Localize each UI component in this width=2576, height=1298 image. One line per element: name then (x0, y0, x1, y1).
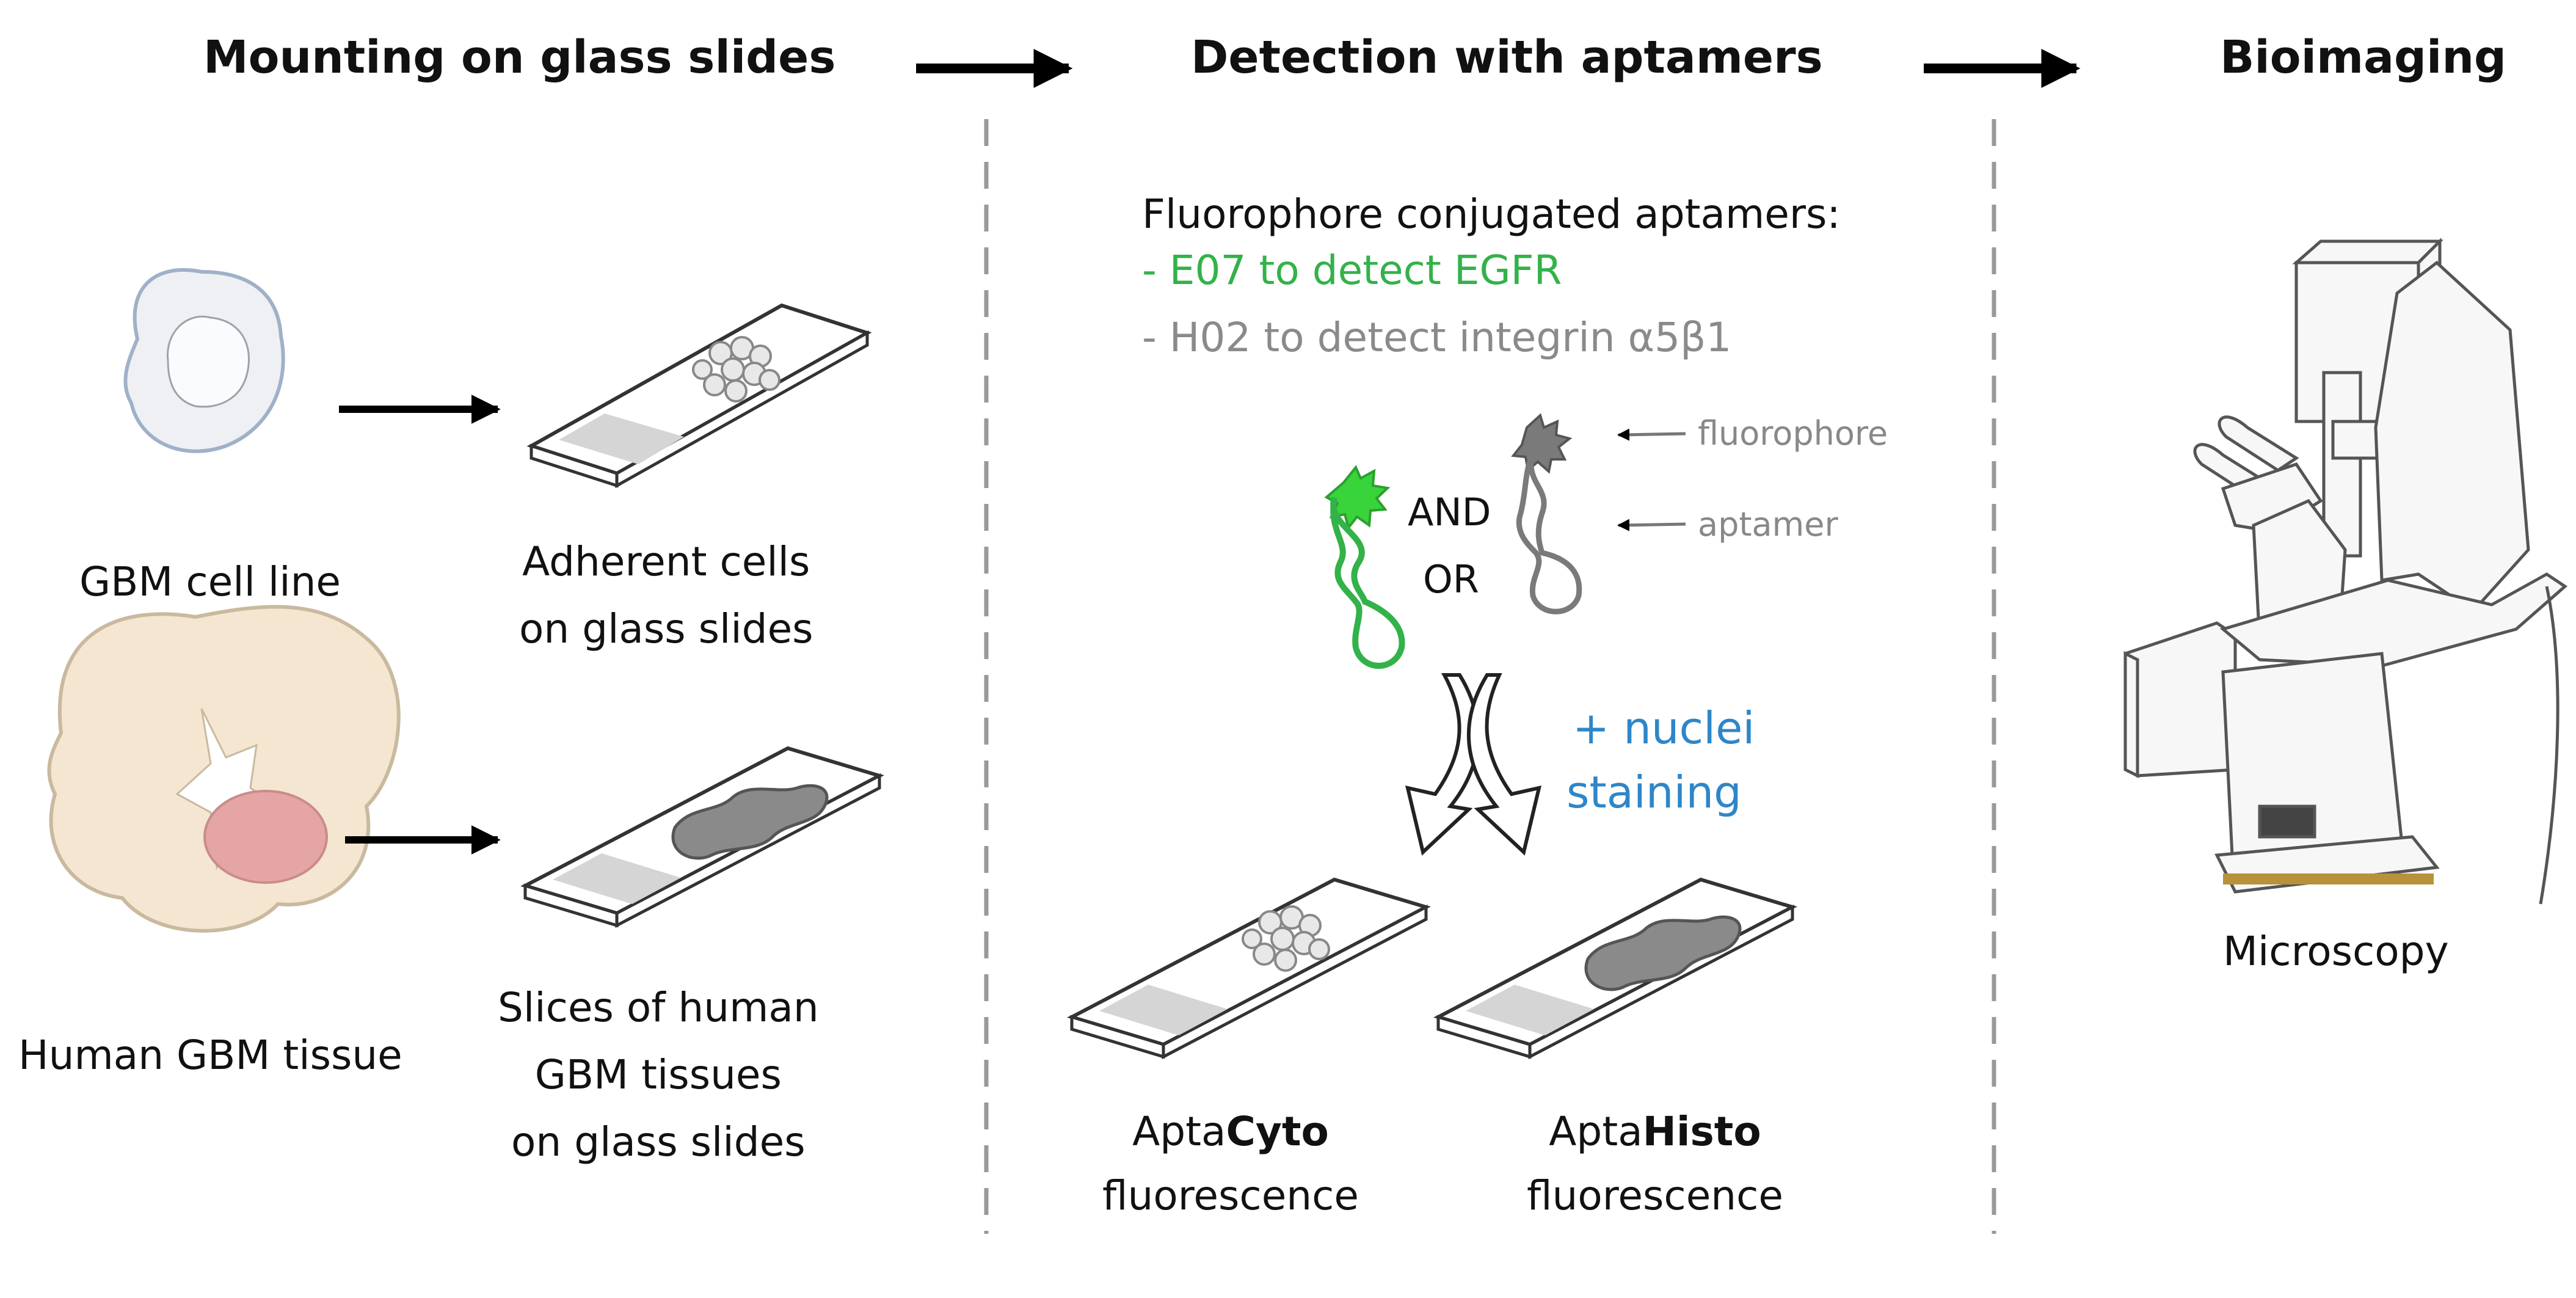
fluorophore-pointer (1617, 428, 1686, 441)
label-or: OR (1423, 557, 1479, 602)
nuclei-line-1: + nuclei (1573, 702, 1755, 754)
microscope-base-stripe (2223, 873, 2434, 884)
tumor-mark (203, 790, 328, 884)
slices-line-2: GBM tissues (534, 1051, 782, 1098)
curved-arrow-right (1467, 673, 1542, 856)
aptahisto-bold: Histo (1642, 1108, 1761, 1155)
green-aptamer-icon (1324, 465, 1405, 669)
aptamers-intro: Fluorophore conjugated aptamers: (1142, 191, 1841, 238)
brain-tissue-icon (47, 605, 401, 933)
label-adherent-cells: Adherent cells on glass slides (519, 528, 813, 663)
gray-aptamer-icon (1511, 413, 1582, 614)
slices-line-1: Slices of human (498, 984, 819, 1031)
aptahisto-title: AptaHisto (1521, 1099, 1789, 1164)
tissue-slide-icon (520, 746, 884, 928)
microscope-icon (2123, 237, 2568, 905)
aptacyto-slide-icon (1067, 877, 1431, 1060)
cell-slide-icon (526, 303, 872, 489)
aptacyto-fluorescence: fluorescence (1102, 1172, 1359, 1219)
aptacyto-prefix: Apta (1132, 1108, 1226, 1155)
aptamer-h02: - H02 to detect integrin α5β1 (1142, 314, 1732, 361)
label-and: AND (1408, 490, 1491, 534)
adherent-line-1: Adherent cells (522, 538, 810, 585)
header-detection: Detection with aptamers (1191, 31, 1823, 84)
label-gbm-cell-line: GBM cell line (79, 558, 341, 605)
header-bioimaging: Bioimaging (2220, 31, 2507, 84)
label-tissue-slices: Slices of human GBM tissues on glass sli… (498, 974, 819, 1176)
aptamer-pointer (1617, 519, 1686, 531)
label-human-gbm-tissue: Human GBM tissue (18, 1032, 402, 1079)
curved-arrow-left (1405, 673, 1480, 856)
aptacyto-title: AptaCyto (1096, 1099, 1365, 1164)
aptamer-e07: - E07 to detect EGFR (1142, 247, 1562, 294)
aptahisto-prefix: Apta (1549, 1108, 1643, 1155)
aptahisto-slide-icon (1433, 877, 1797, 1060)
label-aptacyto: AptaCyto fluorescence (1096, 1099, 1365, 1228)
label-aptamer: aptamer (1698, 505, 1838, 544)
slices-line-3: on glass slides (511, 1118, 806, 1165)
cell-icon (123, 268, 285, 453)
adherent-line-2: on glass slides (519, 605, 813, 652)
nuclei-staining-label: + nuclei staining (1566, 696, 1755, 825)
header-mounting: Mounting on glass slides (203, 31, 836, 84)
label-microscopy: Microscopy (2223, 928, 2449, 975)
aptahisto-fluorescence: fluorescence (1526, 1172, 1784, 1219)
nuclei-line-2: staining (1566, 767, 1742, 818)
aptacyto-bold: Cyto (1226, 1108, 1329, 1155)
label-fluorophore: fluorophore (1698, 414, 1888, 453)
label-aptahisto: AptaHisto fluorescence (1521, 1099, 1789, 1228)
